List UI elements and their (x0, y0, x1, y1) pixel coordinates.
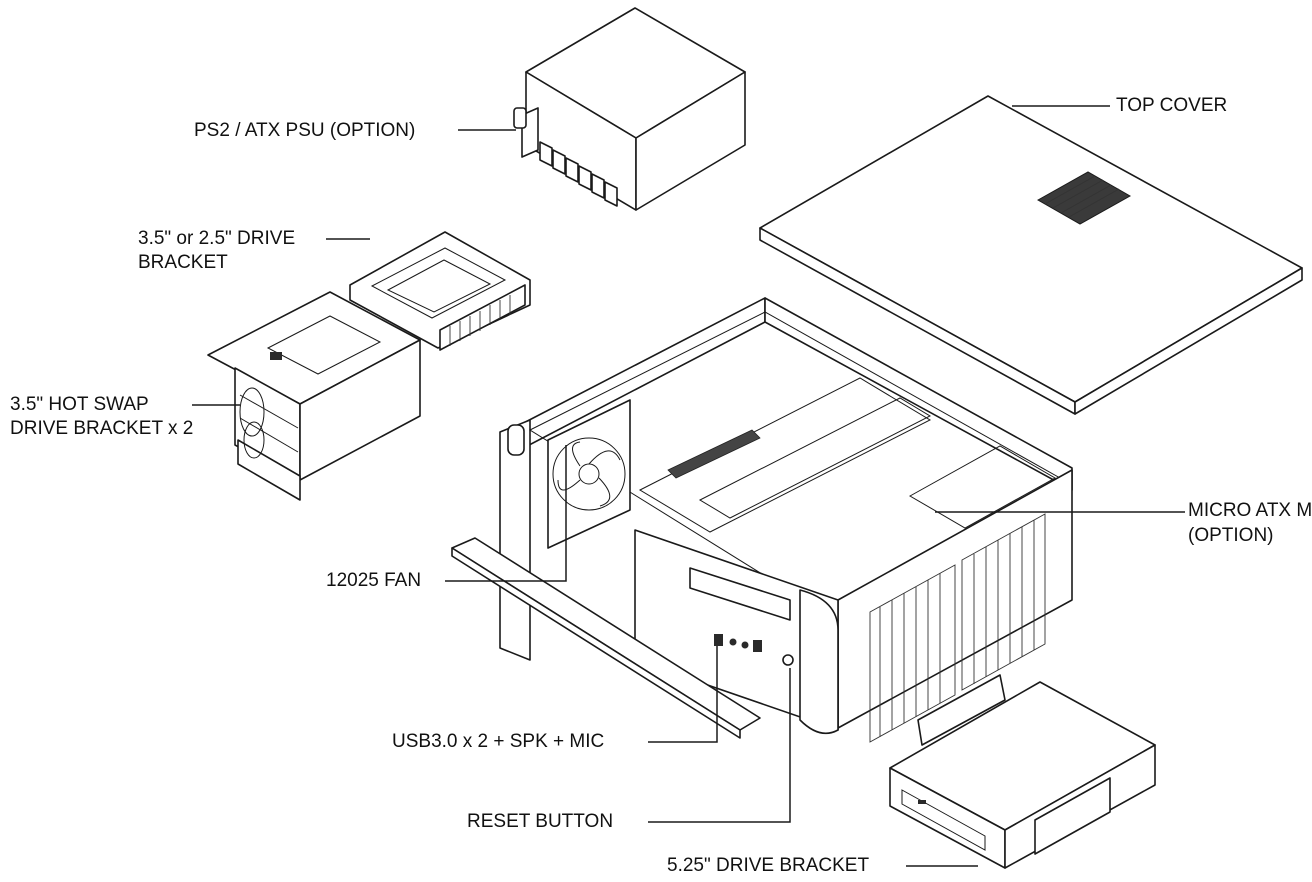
label-hot-swap-line2: DRIVE BRACKET x 2 (10, 418, 194, 439)
leader-lines (192, 105, 1185, 867)
label-drive-bracket-line2: BRACKET (138, 252, 228, 273)
chassis-part (451, 297, 1073, 743)
label-usb: USB3.0 x 2 + SPK + MIC (392, 731, 605, 752)
label-fan: 12025 FAN (326, 570, 422, 591)
side-vent-lines (879, 520, 1035, 737)
fan-part (547, 399, 631, 549)
top-cover-part (759, 95, 1303, 415)
psu-connectors (539, 141, 618, 207)
label-drive-525: 5.25" DRIVE BRACKET (667, 855, 870, 876)
drive-bracket-part (349, 231, 531, 351)
label-top-cover: TOP COVER (1116, 95, 1228, 116)
hot-swap-bracket-part (207, 291, 421, 501)
label-micro-atx-line1: MICRO ATX M/B (1188, 500, 1312, 521)
label-reset: RESET BUTTON (467, 811, 614, 832)
label-drive-bracket-line1: 3.5" or 2.5" DRIVE (138, 228, 296, 249)
psu-part (513, 7, 746, 211)
top-cover-vent (1036, 171, 1132, 225)
drive-525-part (889, 674, 1156, 869)
label-micro-atx-line2: (OPTION) (1188, 525, 1274, 546)
label-hot-swap-line1: 3.5" HOT SWAP (10, 394, 149, 415)
label-psu: PS2 / ATX PSU (OPTION) (194, 120, 416, 141)
front-ports (714, 634, 762, 652)
